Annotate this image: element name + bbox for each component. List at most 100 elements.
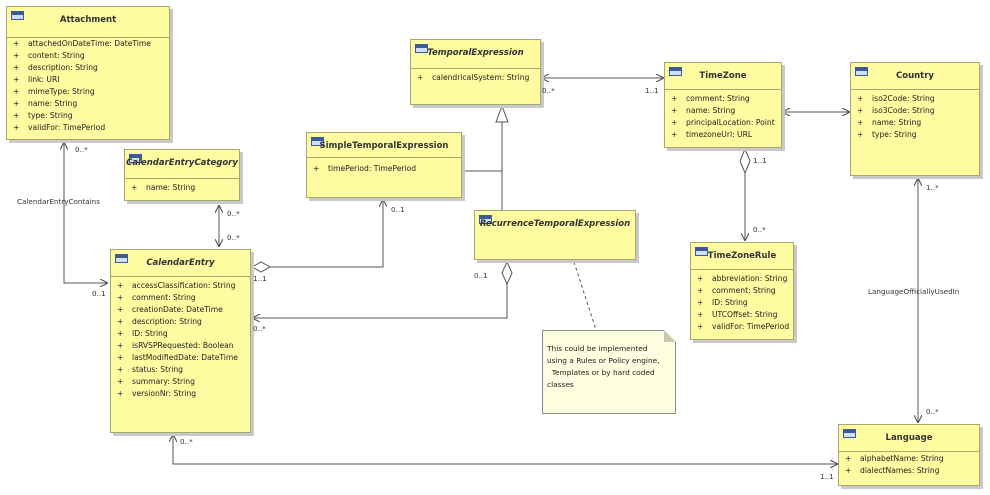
compartment-divider	[111, 276, 250, 277]
visibility-marker: +	[131, 183, 138, 192]
visibility-marker: +	[697, 286, 704, 295]
class-calendar-entry-category[interactable]: CalendarEntryCategory +name: String	[124, 149, 240, 201]
class-time-zone[interactable]: TimeZone +comment: String+name: String+p…	[664, 62, 782, 148]
attribute-text: type: String	[28, 111, 73, 120]
attribute-text: dialectNames: String	[860, 466, 940, 475]
attribute-row: +calendricalSystem: String	[411, 72, 540, 84]
visibility-marker: +	[313, 164, 320, 173]
attribute-text: calendricalSystem: String	[432, 73, 530, 82]
attribute-row: +dialectNames: String	[839, 465, 979, 477]
visibility-marker: +	[857, 106, 864, 115]
visibility-marker: +	[857, 130, 864, 139]
attribute-row: + alphabetName: String	[839, 453, 979, 465]
attribute-row: +timezoneUrl: URL	[665, 129, 781, 141]
visibility-marker: +	[671, 106, 678, 115]
visibility-marker: +	[117, 353, 124, 362]
class-recurrence-temporal-expression[interactable]: RecurrenceTemporalExpression	[474, 210, 636, 260]
attribute-text: UTCOffset: String	[712, 310, 778, 319]
visibility-marker: +	[13, 99, 20, 108]
assoc-simple-calendarentry	[270, 199, 383, 268]
attribute-text: versionNr: String	[132, 389, 197, 398]
class-name: Attachment	[59, 15, 117, 25]
implementation-note[interactable]: This could be implemented using a Rules …	[542, 330, 676, 414]
visibility-marker: +	[13, 39, 20, 48]
class-name: RecurrenceTemporalExpression	[479, 219, 631, 229]
visibility-marker: +	[13, 75, 20, 84]
multiplicity-calendarentry-end: 1..1	[253, 274, 267, 283]
class-simple-temporal-expression[interactable]: SimpleTemporalExpression +timePeriod: Ti…	[306, 132, 462, 198]
visibility-marker: +	[117, 281, 124, 290]
multiplicity-calendarentry-end: 0..*	[253, 324, 266, 333]
visibility-marker: +	[13, 123, 20, 132]
attribute-text: comment: String	[712, 286, 776, 295]
attribute-row: +comment: String	[665, 93, 781, 105]
multiplicity-language-end: 0..*	[926, 407, 939, 416]
attribute-text: ID: String	[132, 329, 168, 338]
attribute-text: description: String	[132, 317, 202, 326]
attribute-row: +principalLocation: Point	[665, 117, 781, 129]
attribute-list: +calendricalSystem: String	[411, 72, 540, 84]
visibility-marker: +	[845, 454, 852, 463]
attribute-text: description: String	[28, 63, 98, 72]
attribute-list: + alphabetName: String +dialectNames: Stri…	[839, 453, 979, 477]
attribute-list: +timePeriod: TimePeriod	[307, 163, 461, 175]
class-time-zone-rule[interactable]: TimeZoneRule +abbreviation: String+comme…	[690, 242, 794, 340]
visibility-marker: +	[117, 341, 124, 350]
attribute-row: +ID: String	[111, 328, 250, 340]
attribute-row: +iso2Code: String	[851, 93, 979, 105]
visibility-marker: +	[13, 111, 20, 120]
multiplicity-recurrence-end: 0..1	[474, 271, 488, 280]
class-icon	[669, 67, 682, 76]
visibility-marker: +	[117, 305, 124, 314]
class-temporal-expression[interactable]: TemporalExpression +calendricalSystem: S…	[410, 39, 541, 105]
class-icon	[415, 44, 428, 53]
attribute-text: accessClassification: String	[132, 281, 236, 290]
attribute-text: name: String	[146, 183, 196, 192]
attribute-text: name: String	[28, 99, 78, 108]
class-icon	[695, 247, 708, 256]
attribute-text: abbreviation: String	[712, 274, 788, 283]
attribute-list: +comment: String+ name: String +principalL…	[665, 93, 781, 141]
visibility-marker: +	[13, 51, 20, 60]
attribute-text: principalLocation: Point	[686, 118, 775, 127]
multiplicity-calendarentry-end: 0..*	[180, 437, 193, 446]
attribute-text: attachedOnDateTime: DateTime	[28, 39, 151, 48]
compartment-divider	[851, 89, 979, 90]
attribute-row: +versionNr: String	[111, 388, 250, 400]
attribute-text: ID: String	[712, 298, 748, 307]
multiplicity-language-end: 1..1	[820, 472, 834, 481]
class-language[interactable]: Language +alphabetName: String+dialectNa…	[838, 424, 980, 486]
class-attachment[interactable]: Attachment + attachedOnDateTime: DateTime…	[6, 6, 170, 140]
attribute-row: +validFor: TimePeriod	[7, 122, 169, 134]
visibility-marker: +	[13, 63, 20, 72]
attribute-list: + accessClassification: String + comment: S…	[111, 280, 250, 400]
attribute-text: mimeType: String	[28, 87, 95, 96]
class-icon	[11, 11, 24, 20]
attribute-row: +abbreviation: String	[691, 273, 793, 285]
attribute-text: content: String	[28, 51, 85, 60]
visibility-marker: +	[697, 322, 704, 331]
attribute-row: + name: String	[125, 182, 239, 194]
compartment-divider	[411, 68, 540, 69]
compartment-divider	[665, 89, 781, 90]
class-country[interactable]: Country +iso2Code: String+iso3Code: Stri…	[850, 62, 980, 176]
multiplicity-timezone-end: 1..1	[753, 156, 767, 165]
assoc-calendarentry-language	[173, 434, 838, 464]
attribute-row: +type: String	[851, 129, 979, 141]
attribute-row: + comment: String	[691, 285, 793, 297]
class-name: CalendarEntry	[146, 258, 215, 268]
attribute-text: comment: String	[132, 293, 196, 302]
attribute-text: alphabetName: String	[860, 454, 944, 463]
attribute-row: + name: String	[665, 105, 781, 117]
attribute-text: name: String	[686, 106, 736, 115]
attribute-row: +UTCOffset: String	[691, 309, 793, 321]
attribute-text: link: URI	[28, 75, 60, 84]
visibility-marker: +	[117, 365, 124, 374]
attribute-row: +summary: String	[111, 376, 250, 388]
class-calendar-entry[interactable]: CalendarEntry + accessClassification: Str…	[110, 249, 251, 433]
attribute-list: +abbreviation: String+comment: String+ID…	[691, 273, 793, 333]
attribute-row: +timePeriod: TimePeriod	[307, 163, 461, 175]
note-link	[573, 261, 597, 331]
attribute-text: comment: String	[686, 94, 750, 103]
attribute-row: + description: String	[7, 62, 169, 74]
